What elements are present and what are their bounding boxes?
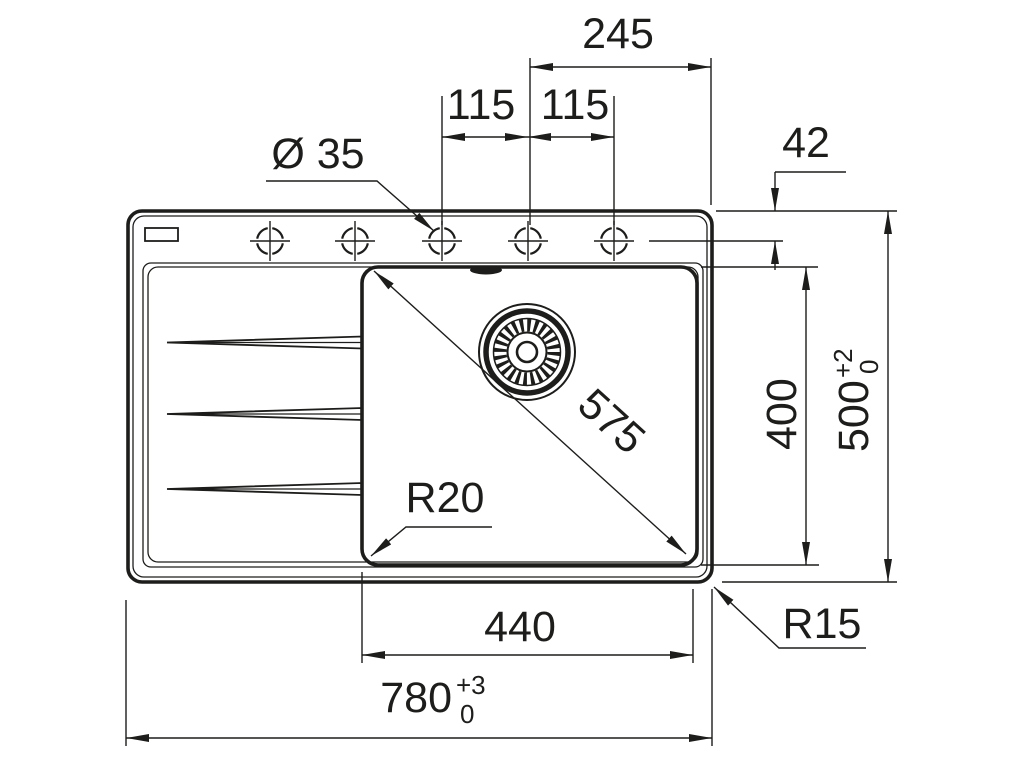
dim-label-42: 42 (782, 119, 830, 167)
dim-label-500-tol-top: +2 (828, 348, 858, 378)
dim-overall-width: 780 +3 0 (125, 589, 713, 746)
dim-label-500-tol-bottom: 0 (854, 360, 884, 374)
dim-label-780: 780 (380, 674, 452, 722)
dim-label-r15: R15 (783, 600, 862, 648)
drainboard-ridge (166, 407, 363, 421)
dim-label-hole-diameter: Ø 35 (271, 130, 364, 178)
dim-label-575: 575 (569, 380, 654, 464)
dim-tap-hole-group-width: 245 (529, 10, 712, 225)
dim-label-780-tol-top: +3 (456, 670, 486, 700)
dim-edge-to-hole-centerline: 42 (649, 119, 897, 270)
dim-label-500: 500 (830, 380, 878, 452)
dim-tap-hole-diameter: Ø 35 (266, 130, 435, 232)
dim-tap-hole-spacing: 115 115 (441, 81, 615, 225)
tap-holes (248, 219, 636, 263)
dim-bowl-corner-radius: R20 (370, 474, 492, 557)
dim-label-115-right: 115 (541, 81, 610, 129)
tap-hole-marker (248, 219, 292, 263)
logo-plate (144, 227, 179, 242)
drainboard-ridge (166, 335, 363, 350)
overflow-slot (470, 265, 502, 275)
tap-hole-marker (506, 219, 550, 263)
drainboard-ridges (166, 335, 363, 496)
dim-label-r20: R20 (406, 474, 485, 522)
dim-label-400: 400 (758, 378, 806, 450)
dim-label-780-tol-bottom: 0 (460, 699, 474, 729)
dim-label-440: 440 (484, 603, 556, 651)
drainboard-ridge (166, 482, 363, 496)
drain-strainer-icon (478, 303, 576, 401)
dim-overall-depth: 500 +2 0 (722, 211, 897, 583)
dim-outer-corner-radius: R15 (713, 586, 866, 649)
dim-label-245: 245 (582, 10, 654, 58)
dim-bowl-width: 440 (361, 572, 694, 663)
tap-hole-marker (420, 219, 464, 263)
dim-bowl-depth: 400 (701, 266, 819, 566)
tap-hole-marker (333, 219, 377, 263)
tap-hole-marker (592, 219, 636, 263)
bowl-outline (360, 265, 699, 567)
dim-label-115-left: 115 (447, 81, 516, 129)
